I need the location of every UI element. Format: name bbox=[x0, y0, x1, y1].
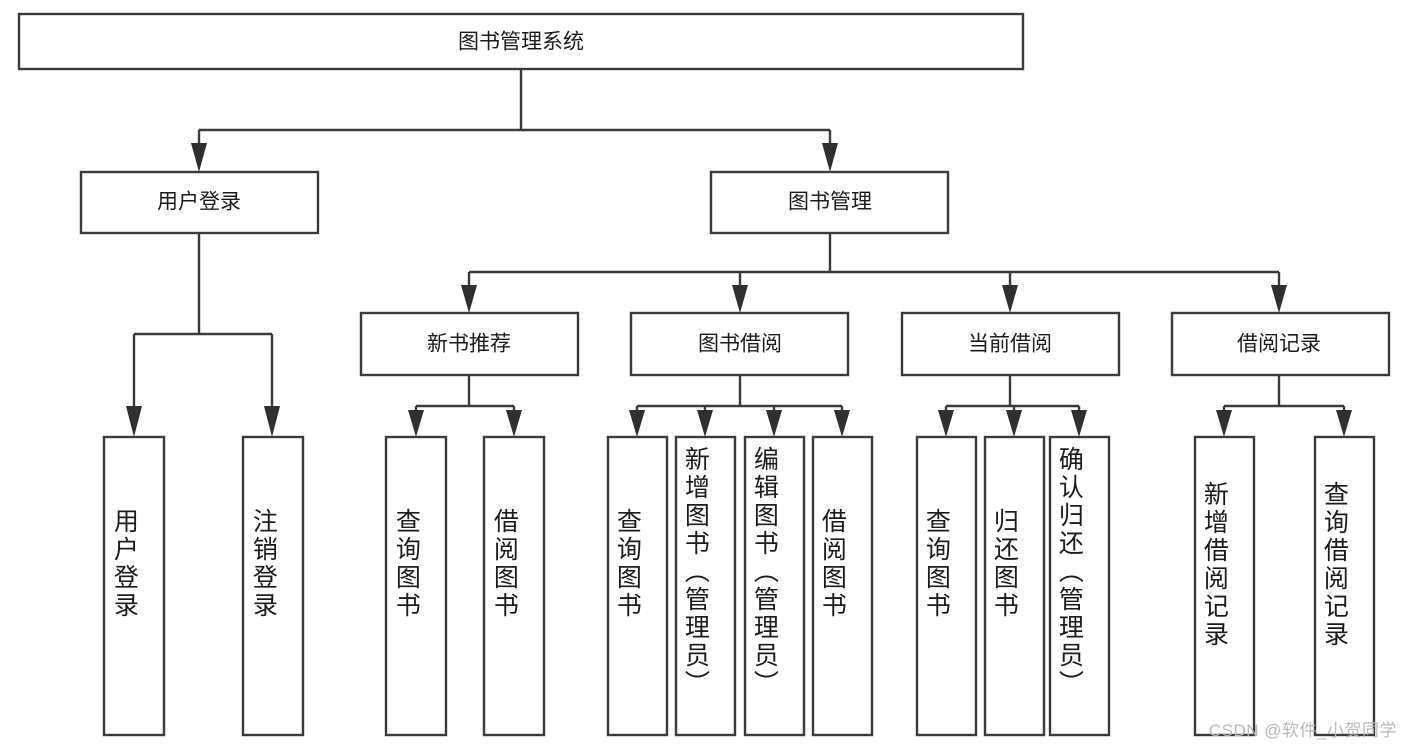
node-leaf-confirm-return-box[interactable] bbox=[1048, 435, 1111, 737]
node-leaf-borrow-book-1[interactable]: 借阅图书 bbox=[482, 435, 546, 737]
node-leaf-add-book-box[interactable] bbox=[674, 435, 737, 737]
node-leaf-query-book-1[interactable]: 查询图书 bbox=[384, 435, 448, 737]
arrowhead-leaf-add-book bbox=[697, 410, 713, 437]
node-leaf-query-book-3-box[interactable] bbox=[915, 435, 978, 737]
node-new-book-recommend[interactable]: 新书推荐 bbox=[359, 311, 580, 377]
node-leaf-query-book-2-box[interactable] bbox=[606, 435, 669, 737]
node-leaf-query-record-box[interactable] bbox=[1313, 435, 1376, 737]
node-leaf-query-book-2-label: 查询图书 bbox=[613, 508, 642, 620]
node-leaf-logout-box[interactable] bbox=[241, 435, 305, 737]
arrowhead-book-management bbox=[822, 143, 838, 172]
node-user-login-box[interactable] bbox=[79, 170, 320, 235]
node-current-borrow-label: 当前借阅 bbox=[968, 333, 1052, 356]
node-title[interactable]: 图书管理系统 bbox=[17, 12, 1025, 71]
node-book-borrow-label: 图书借阅 bbox=[698, 333, 782, 356]
arrowhead-book-borrow bbox=[732, 285, 748, 313]
node-borrow-record[interactable]: 借阅记录 bbox=[1170, 311, 1391, 377]
arrowhead-leaf-query-record bbox=[1336, 410, 1352, 437]
node-leaf-user-login-box[interactable] bbox=[102, 435, 166, 737]
node-current-borrow[interactable]: 当前借阅 bbox=[900, 311, 1121, 377]
node-new-book-recommend-box[interactable] bbox=[359, 311, 580, 377]
node-book-management-label: 图书管理 bbox=[788, 191, 872, 214]
node-book-management-box[interactable] bbox=[709, 170, 950, 235]
arrowhead-leaf-confirm-return bbox=[1071, 410, 1087, 437]
connector-layer bbox=[126, 69, 1352, 437]
arrowhead-leaf-query-book-3 bbox=[938, 410, 954, 437]
arrowhead-leaf-add-record bbox=[1216, 410, 1232, 437]
node-leaf-borrow-book-1-label: 借阅图书 bbox=[490, 508, 519, 620]
node-leaf-user-login[interactable]: 用户登录 bbox=[102, 435, 166, 737]
node-leaf-confirm-return[interactable]: 确认归还（管理员） bbox=[1048, 435, 1111, 737]
arrowhead-leaf-query-book-1 bbox=[408, 410, 424, 437]
node-leaf-add-record[interactable]: 新增借阅记录 bbox=[1193, 435, 1256, 737]
node-leaf-add-book-label: 新增图书（管理员） bbox=[681, 446, 710, 698]
node-leaf-borrow-book-1-box[interactable] bbox=[482, 435, 546, 737]
node-leaf-edit-book-box[interactable] bbox=[743, 435, 806, 737]
node-leaf-borrow-book-2[interactable]: 借阅图书 bbox=[811, 435, 874, 737]
arrowhead-leaf-logout bbox=[264, 406, 280, 437]
node-title-label: 图书管理系统 bbox=[458, 31, 584, 54]
node-leaf-logout-label: 注销登录 bbox=[249, 508, 278, 620]
arrowhead-leaf-query-book-2 bbox=[629, 410, 645, 437]
node-user-login-label: 用户登录 bbox=[157, 191, 241, 214]
node-book-borrow-box[interactable] bbox=[629, 311, 850, 377]
node-user-login[interactable]: 用户登录 bbox=[79, 170, 320, 235]
node-leaf-return-book[interactable]: 归还图书 bbox=[983, 435, 1046, 737]
node-leaf-return-book-label: 归还图书 bbox=[990, 508, 1019, 620]
node-leaf-query-record[interactable]: 查询借阅记录 bbox=[1313, 435, 1376, 737]
arrowhead-new-book-recommend bbox=[461, 285, 477, 313]
node-leaf-return-book-box[interactable] bbox=[983, 435, 1046, 737]
arrowhead-leaf-edit-book bbox=[766, 410, 782, 437]
node-leaf-edit-book[interactable]: 编辑图书（管理员） bbox=[743, 435, 806, 737]
node-leaf-query-book-2[interactable]: 查询图书 bbox=[606, 435, 669, 737]
node-book-management[interactable]: 图书管理 bbox=[709, 170, 950, 235]
node-leaf-query-book-1-label: 查询图书 bbox=[392, 508, 421, 620]
node-borrow-record-label: 借阅记录 bbox=[1237, 333, 1321, 356]
arrowhead-borrow-record bbox=[1271, 285, 1287, 313]
node-leaf-user-login-label: 用户登录 bbox=[110, 508, 139, 620]
arrowhead-leaf-borrow-book-1 bbox=[506, 410, 522, 437]
node-book-borrow[interactable]: 图书借阅 bbox=[629, 311, 850, 377]
node-leaf-query-record-label: 查询借阅记录 bbox=[1320, 481, 1349, 649]
node-leaf-confirm-return-label: 确认归还（管理员） bbox=[1055, 446, 1084, 698]
node-leaf-borrow-book-2-box[interactable] bbox=[811, 435, 874, 737]
node-leaf-edit-book-label: 编辑图书（管理员） bbox=[750, 446, 779, 698]
node-leaf-add-record-box[interactable] bbox=[1193, 435, 1256, 737]
node-leaf-logout[interactable]: 注销登录 bbox=[241, 435, 305, 737]
arrowhead-current-borrow bbox=[1002, 285, 1018, 313]
arrowhead-leaf-user-login bbox=[126, 406, 142, 437]
node-title-box[interactable] bbox=[17, 12, 1025, 71]
arrowhead-user-login bbox=[191, 143, 207, 172]
arrowhead-leaf-borrow-book-2 bbox=[834, 410, 850, 437]
node-leaf-query-book-1-box[interactable] bbox=[384, 435, 448, 737]
node-new-book-recommend-label: 新书推荐 bbox=[427, 333, 511, 356]
node-leaf-query-book-3-label: 查询图书 bbox=[922, 508, 951, 620]
node-leaf-add-book[interactable]: 新增图书（管理员） bbox=[674, 435, 737, 737]
arrowhead-leaf-return-book bbox=[1006, 410, 1022, 437]
node-leaf-add-record-label: 新增借阅记录 bbox=[1200, 481, 1229, 649]
node-borrow-record-box[interactable] bbox=[1170, 311, 1391, 377]
node-current-borrow-box[interactable] bbox=[900, 311, 1121, 377]
node-leaf-query-book-3[interactable]: 查询图书 bbox=[915, 435, 978, 737]
node-leaf-borrow-book-2-label: 借阅图书 bbox=[818, 508, 847, 620]
